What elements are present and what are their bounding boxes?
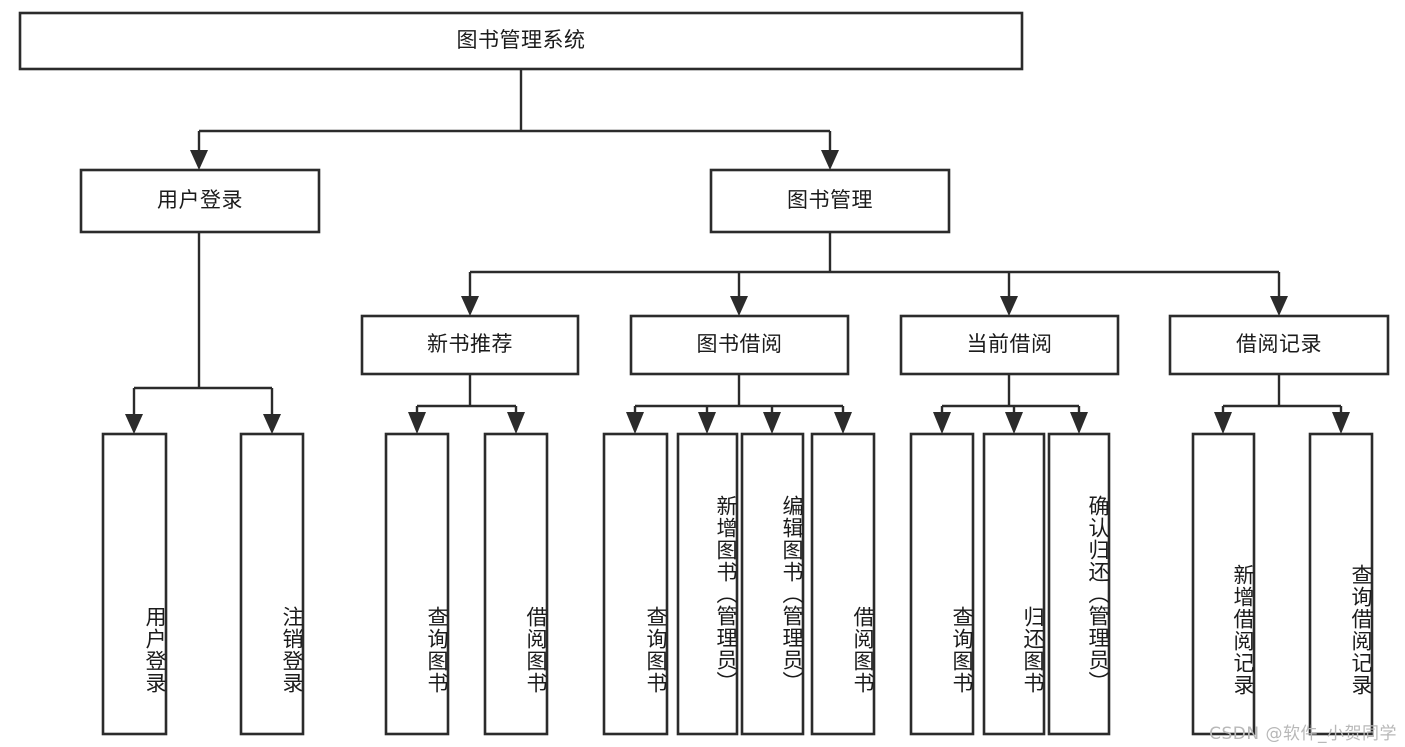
node-box-borrow-record[interactable] <box>1168 314 1390 376</box>
node-box-user-login[interactable] <box>79 168 321 234</box>
node-box-book-borrow[interactable] <box>629 314 850 376</box>
node-box-leaf-add-book-admin[interactable] <box>676 432 739 736</box>
arrow-borrow-leaf1 <box>626 412 644 434</box>
node-box-current-borrow[interactable] <box>899 314 1120 376</box>
arrow-root-to-user-login <box>190 150 208 170</box>
arrow-record-leaf1 <box>1214 412 1232 434</box>
node-box-leaf-user-login[interactable] <box>101 432 168 736</box>
arrow-bm-to-current <box>1000 296 1018 316</box>
node-box-book-manage[interactable] <box>709 168 951 234</box>
node-box-leaf-borrow-book-recommend[interactable] <box>483 432 549 736</box>
node-box-leaf-query-book-recommend[interactable] <box>384 432 450 736</box>
node-box-leaf-query-borrow-record[interactable] <box>1308 432 1374 736</box>
node-box-leaf-return-book[interactable] <box>982 432 1046 736</box>
arrow-record-leaf2 <box>1332 412 1350 434</box>
arrow-current-leaf3 <box>1070 412 1088 434</box>
arrow-bm-to-borrow <box>730 296 748 316</box>
node-box-new-book-recommend[interactable] <box>360 314 580 376</box>
connector-group-root <box>190 69 839 170</box>
arrow-recommend-leaf1 <box>408 412 426 434</box>
arrow-bm-to-recommend <box>461 296 479 316</box>
node-box-leaf-query-book-current[interactable] <box>909 432 975 736</box>
node-box-leaf-borrow-book[interactable] <box>810 432 876 736</box>
connector-group-current <box>933 374 1088 434</box>
arrow-current-leaf1 <box>933 412 951 434</box>
arrow-user-login-leaf1 <box>125 414 143 434</box>
arrow-user-login-leaf2 <box>263 414 281 434</box>
arrow-borrow-leaf2 <box>698 412 716 434</box>
connector-group-recommend <box>408 374 525 434</box>
node-box-leaf-edit-book-admin[interactable] <box>740 432 805 736</box>
node-box-leaf-confirm-return-admin[interactable] <box>1047 432 1111 736</box>
arrow-bm-to-record <box>1270 296 1288 316</box>
connector-group-book-manage <box>461 232 1288 316</box>
connector-group-record <box>1214 374 1350 434</box>
connector-group-user-login <box>125 232 281 434</box>
arrow-recommend-leaf2 <box>507 412 525 434</box>
arrow-borrow-leaf3 <box>763 412 781 434</box>
node-box-root[interactable] <box>18 11 1024 71</box>
node-box-leaf-query-book-borrow[interactable] <box>602 432 669 736</box>
connector-group-borrow <box>626 374 852 434</box>
arrow-borrow-leaf4 <box>834 412 852 434</box>
arrow-root-to-book-manage <box>821 150 839 170</box>
node-box-leaf-user-logout[interactable] <box>239 432 305 736</box>
arrow-current-leaf2 <box>1005 412 1023 434</box>
node-box-leaf-add-borrow-record[interactable] <box>1191 432 1256 736</box>
